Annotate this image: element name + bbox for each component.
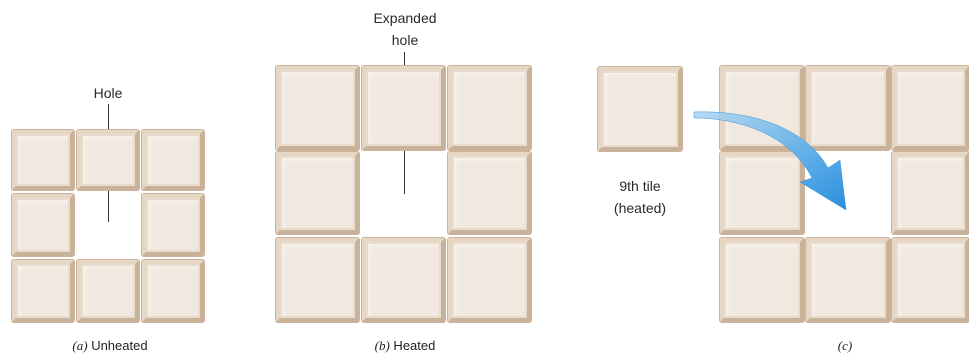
caption-c: (c) [820,338,870,354]
